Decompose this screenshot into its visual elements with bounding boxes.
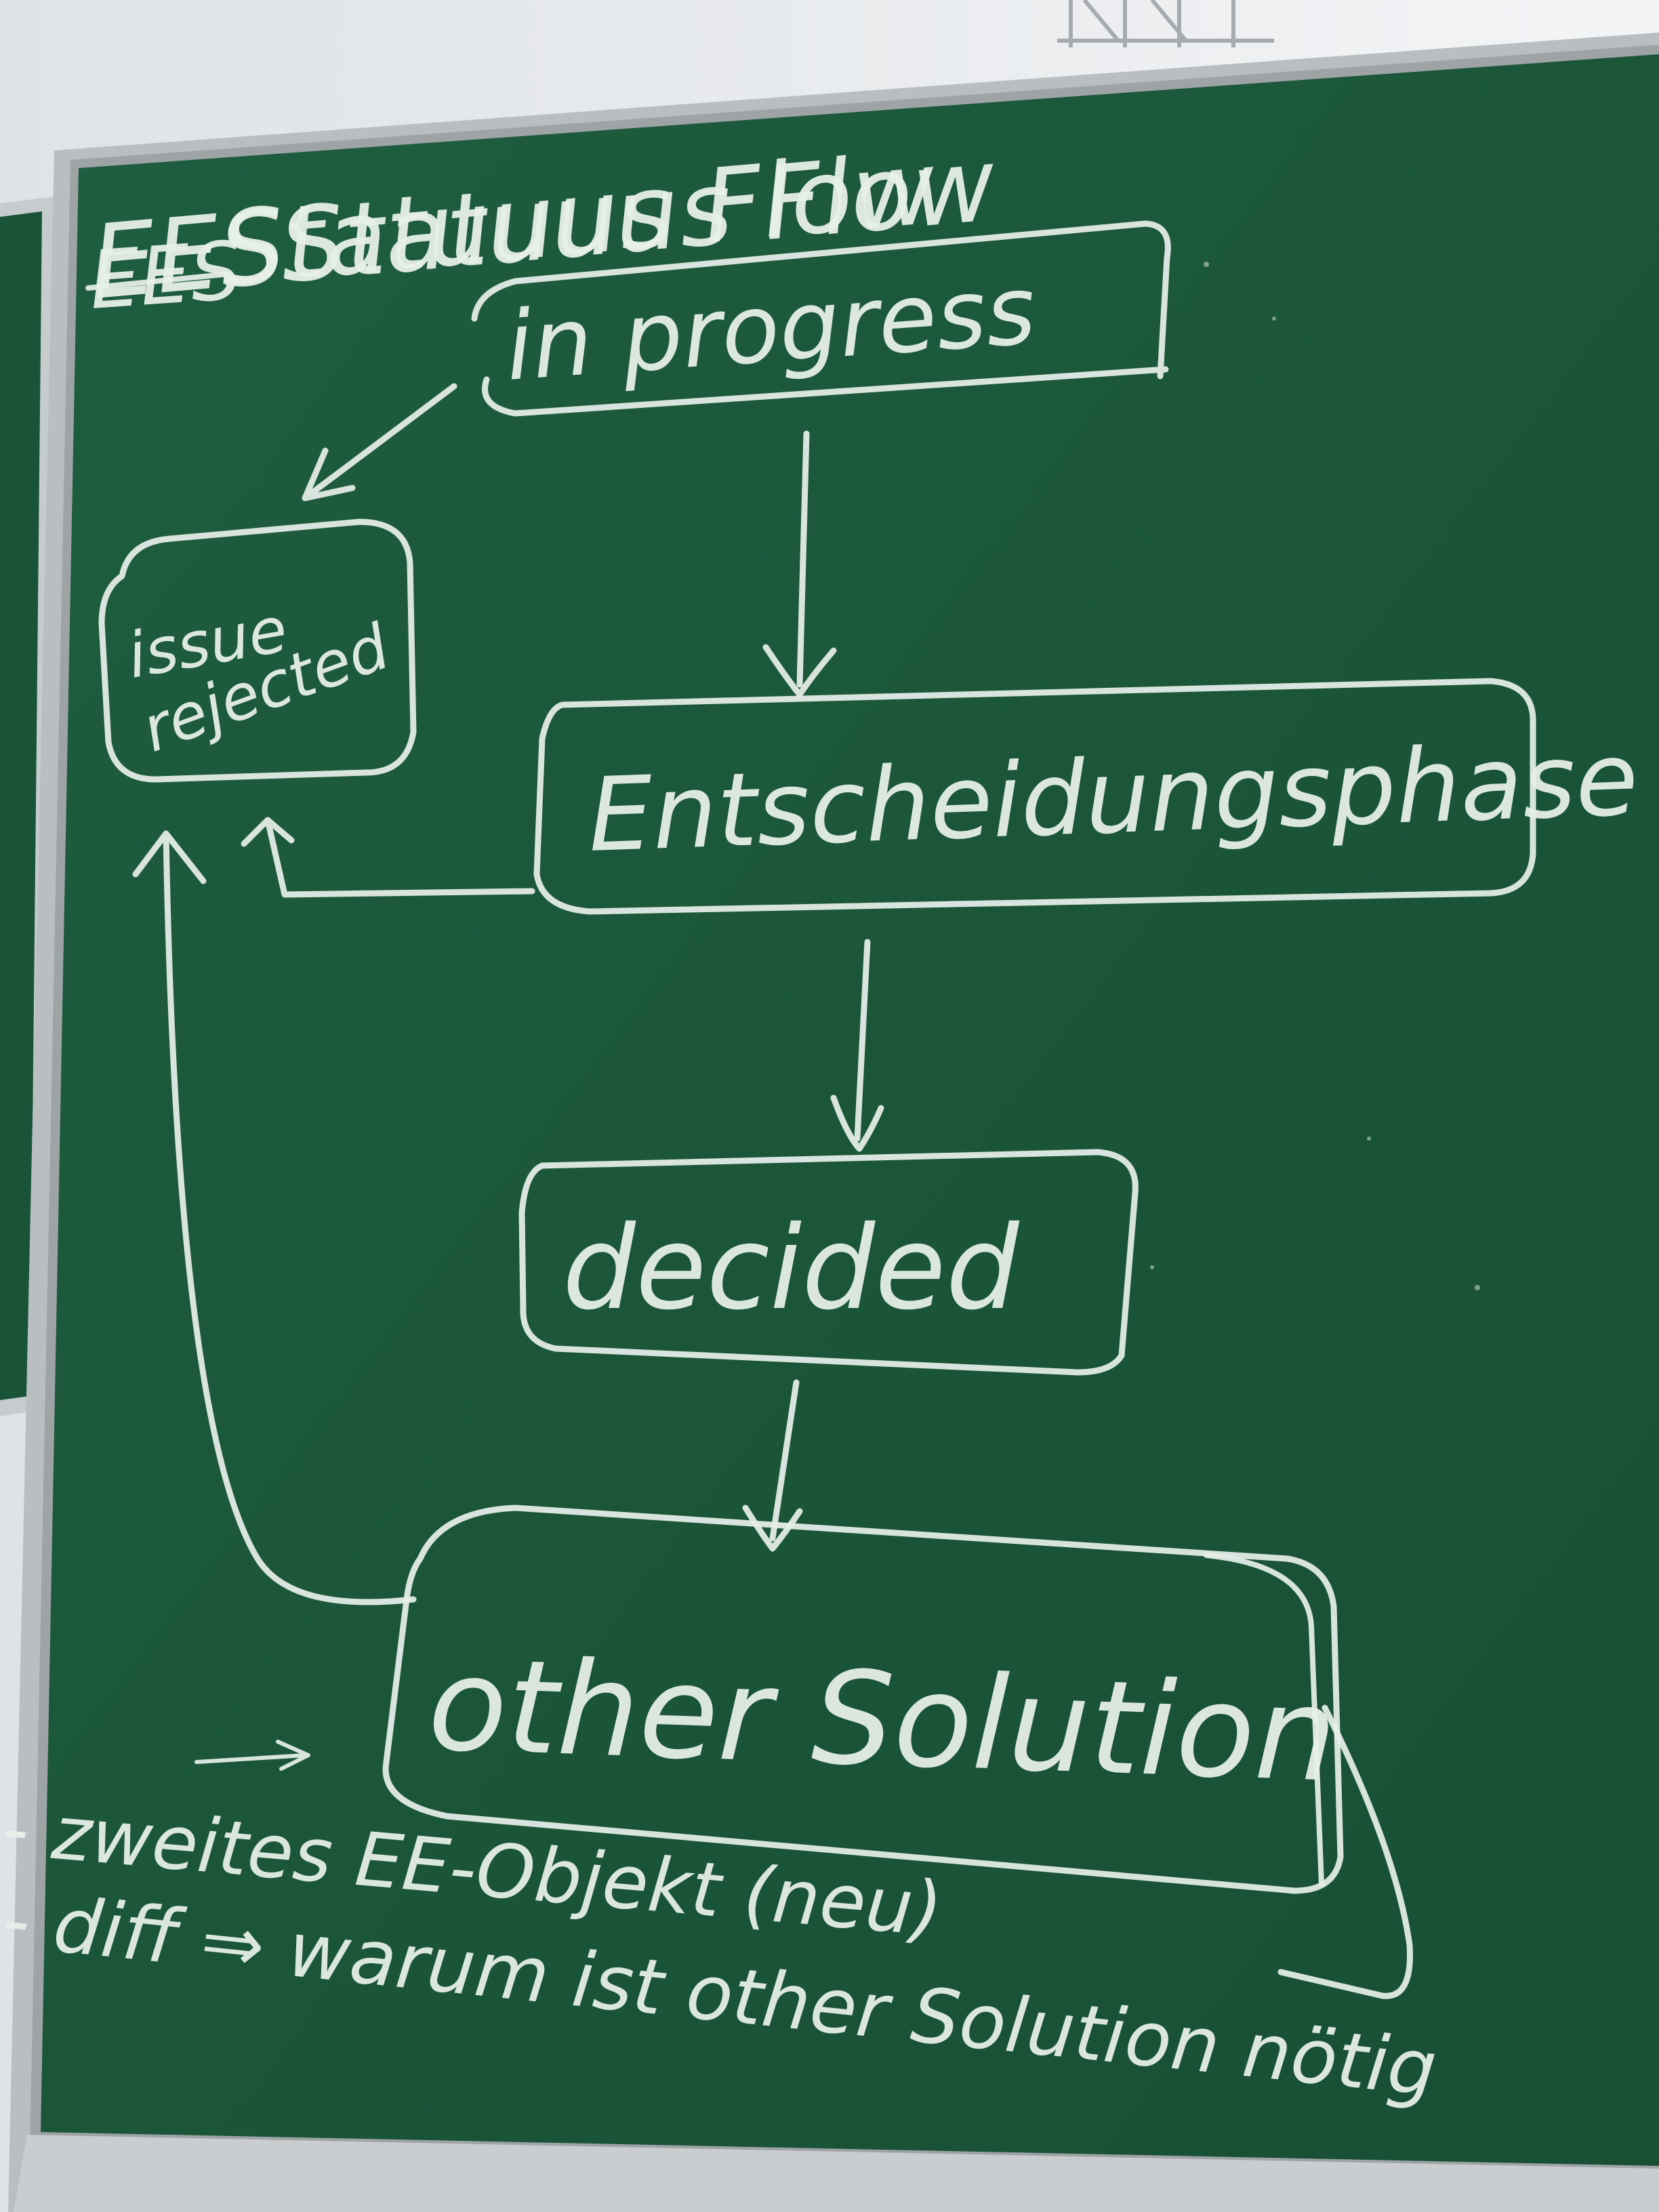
other-solution-box xyxy=(382,1504,1344,1894)
title-strike-line xyxy=(85,272,226,291)
decided-label: decided xyxy=(562,1202,1020,1336)
board-surface xyxy=(41,54,1659,2166)
note-small-arrow xyxy=(194,1740,310,1771)
in-progress-box xyxy=(471,220,1171,417)
entscheidungsphase-box xyxy=(533,678,1536,915)
chalk-specks xyxy=(1150,262,1480,1290)
ceiling-truss xyxy=(1057,0,1274,47)
arrow-inprogress-to-rejected xyxy=(302,383,457,501)
arrow-inprogress-to-entscheidung xyxy=(762,430,837,698)
chalk-ledge xyxy=(14,2135,1659,2212)
other-solution-label: other Solution xyxy=(426,1629,1338,1811)
arrow-entscheidung-to-decided xyxy=(830,939,884,1152)
decided-box xyxy=(518,1149,1139,1376)
other-solution-box-echo xyxy=(1204,1553,1324,1887)
arrow-other-to-rejected xyxy=(132,830,417,1605)
issue-rejected-box xyxy=(98,518,417,783)
arrow-other-out xyxy=(1277,1704,1413,1999)
arrow-entscheidung-to-rejected xyxy=(241,817,535,898)
